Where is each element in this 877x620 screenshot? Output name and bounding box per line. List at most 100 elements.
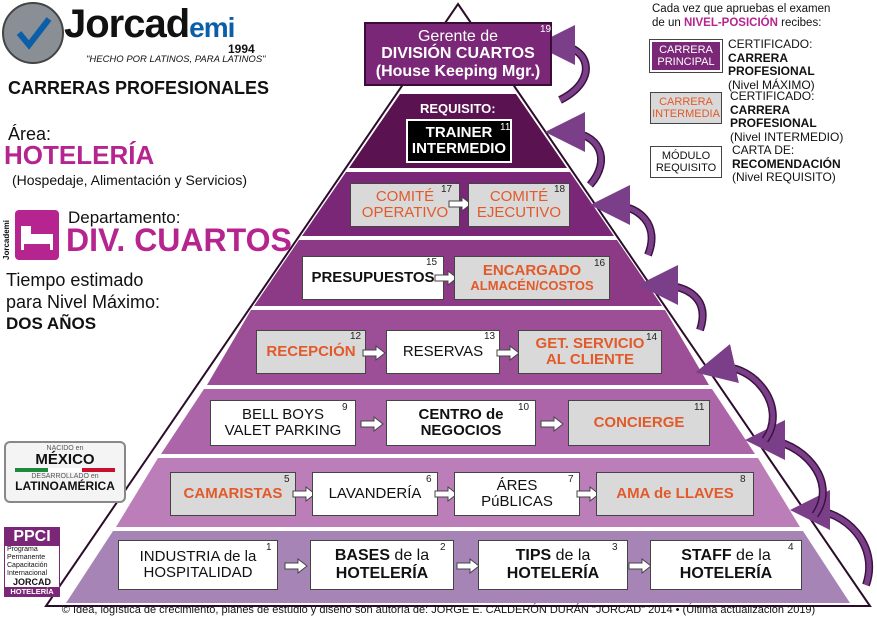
top-line2: DIVISIÓN CUARTOS	[381, 45, 535, 63]
brand-logo-icon	[2, 2, 64, 64]
brand-name-main: Jorcad	[64, 2, 190, 46]
ama-llaves-box: AMA de LLAVES	[596, 472, 754, 516]
brand-name-suffix: emi	[189, 12, 235, 43]
badge-country: MÉXICO	[35, 451, 95, 468]
badge-region: LATINOAMÉRICA	[15, 479, 115, 493]
num-16: 16	[594, 258, 606, 269]
legend-line: RECOMENDACIÓN	[732, 156, 841, 171]
arrow-right-icon	[434, 486, 458, 502]
legend-line: CERTIFICADO:	[728, 37, 813, 51]
top-line3: (House Keeping Mgr.)	[375, 62, 541, 80]
brand-name: Jorcademi	[64, 2, 235, 48]
bed-icon	[15, 210, 59, 260]
num-14: 14	[646, 332, 658, 343]
staff-line1: STAFF de la	[681, 547, 771, 565]
bases-line1: BASES de la	[335, 547, 429, 565]
ama-line1: AMA de LLAVES	[616, 484, 734, 502]
footer-copyright: © Idea, logística de crecimiento, planes…	[61, 604, 816, 616]
top-position-box: Gerente de DIVISIÓN CUARTOS (House Keepi…	[364, 22, 552, 86]
num-10: 10	[518, 402, 530, 413]
ppci-hotel: HOTELERÍA	[5, 587, 59, 596]
legend-line: CERTIFICADO:	[730, 89, 815, 103]
staff-line1b: de la	[731, 547, 771, 565]
legend-text-principal: CERTIFICADO: CARRERA PROFESIONAL (Nivel …	[728, 37, 877, 92]
bases-line1a: BASES	[334, 547, 390, 565]
legend-line: CARRERA PROFESIONAL	[728, 50, 815, 78]
brand-year: 1994	[228, 42, 255, 56]
arrow-right-icon	[362, 345, 386, 361]
legend-text-requisito: CARTA DE: RECOMENDACIÓN (Nivel REQUISITO…	[732, 143, 841, 185]
arrow-right-icon	[456, 558, 480, 574]
tips-box: TIPS de la HOTELERÍA	[478, 540, 628, 590]
badge-top-text: NACIDO en	[46, 445, 84, 452]
reservas-box: RESERVAS	[386, 330, 500, 374]
num-1: 1	[266, 542, 272, 553]
arrow-right-icon	[434, 270, 458, 286]
legend-box-text: CARRERA	[659, 95, 713, 108]
trainer-line1: TRAINER	[425, 123, 493, 141]
legend-line: (Nivel REQUISITO)	[732, 170, 836, 184]
bases-line2: HOTELERÍA	[335, 565, 429, 582]
camaristas-box: CAMARISTAS	[170, 472, 296, 516]
arrow-right-icon	[496, 345, 520, 361]
num-2: 2	[440, 542, 446, 553]
recepcion-line1: RECEPCIÓN	[266, 342, 356, 360]
legend-intro-1: Cada vez que apruebas el examen	[652, 3, 831, 15]
arrow-right-icon	[284, 558, 308, 574]
encargado-line2: ALMACÉN/COSTOS	[470, 278, 594, 294]
tips-line2: HOTELERÍA	[506, 565, 600, 582]
legend-line: (Nivel INTERMEDIO)	[730, 129, 844, 144]
ppci-title: PPCI	[5, 528, 59, 546]
ppci-logo: PPCI Programa Permanente Capacitación In…	[4, 527, 60, 597]
arrow-right-icon	[360, 416, 384, 432]
comite-ej-line2: EJECUTIVO	[476, 204, 562, 221]
staff-line1a: STAFF	[681, 547, 732, 565]
num-18: 18	[554, 184, 566, 195]
areas-line2: PúBLICAS	[481, 493, 553, 510]
legend-line: CARTA DE:	[732, 143, 795, 157]
area-detail: (Hospedaje, Alimentación y Servicios)	[12, 172, 247, 188]
badge-mid-text: DESARROLLADO en	[31, 473, 99, 480]
staff-box: STAFF de la HOTELERÍA	[650, 540, 802, 590]
camaristas-line1: CAMARISTAS	[183, 484, 283, 502]
industria-line2: HOSPITALIDAD	[143, 564, 253, 581]
arrow-right-icon	[628, 558, 652, 574]
tips-line1: TIPS de la	[516, 547, 591, 565]
tips-line1a: TIPS	[515, 547, 552, 565]
centro-line1: CENTRO de	[418, 405, 504, 423]
num-17: 17	[441, 184, 453, 195]
bell-boys-line2: VALET PARKING	[224, 422, 342, 439]
legend-line: CARRERA PROFESIONAL	[730, 102, 817, 130]
encargado-line1: ENCARGADO	[482, 261, 582, 279]
comite-ej-line1: COMITÉ	[489, 187, 549, 205]
time-line2: para Nivel Máximo:	[6, 292, 161, 312]
get-servicio-line1: GET. SERVICIO	[535, 334, 645, 352]
time-value: DOS AÑOS	[6, 314, 97, 333]
department-icon: Jorcademi	[2, 210, 60, 262]
num-12: 12	[350, 331, 362, 342]
centro-line2: NEGOCIOS	[420, 422, 502, 439]
num-11-concierge: 11	[694, 402, 705, 413]
tips-line1b: de la	[551, 547, 591, 565]
area-label: Área:	[8, 124, 52, 144]
num-8: 8	[740, 474, 746, 485]
num-19: 19	[540, 24, 552, 35]
legend-box-text: REQUISITO	[655, 162, 717, 174]
num-3: 3	[612, 542, 618, 553]
legend-box-text: MÓDULO	[661, 149, 711, 162]
ppci-line: Capacitación	[7, 562, 48, 569]
time-line1: Tiempo estimado	[6, 270, 144, 290]
bases-box: BASES de la HOTELERÍA	[310, 540, 454, 590]
legend-text-intermedia: CERTIFICADO: CARRERA PROFESIONAL (Nivel …	[730, 89, 877, 144]
top-line1: Gerente de	[417, 27, 499, 45]
num-6: 6	[426, 474, 432, 485]
num-9: 9	[342, 402, 348, 413]
num-13: 13	[484, 331, 496, 342]
